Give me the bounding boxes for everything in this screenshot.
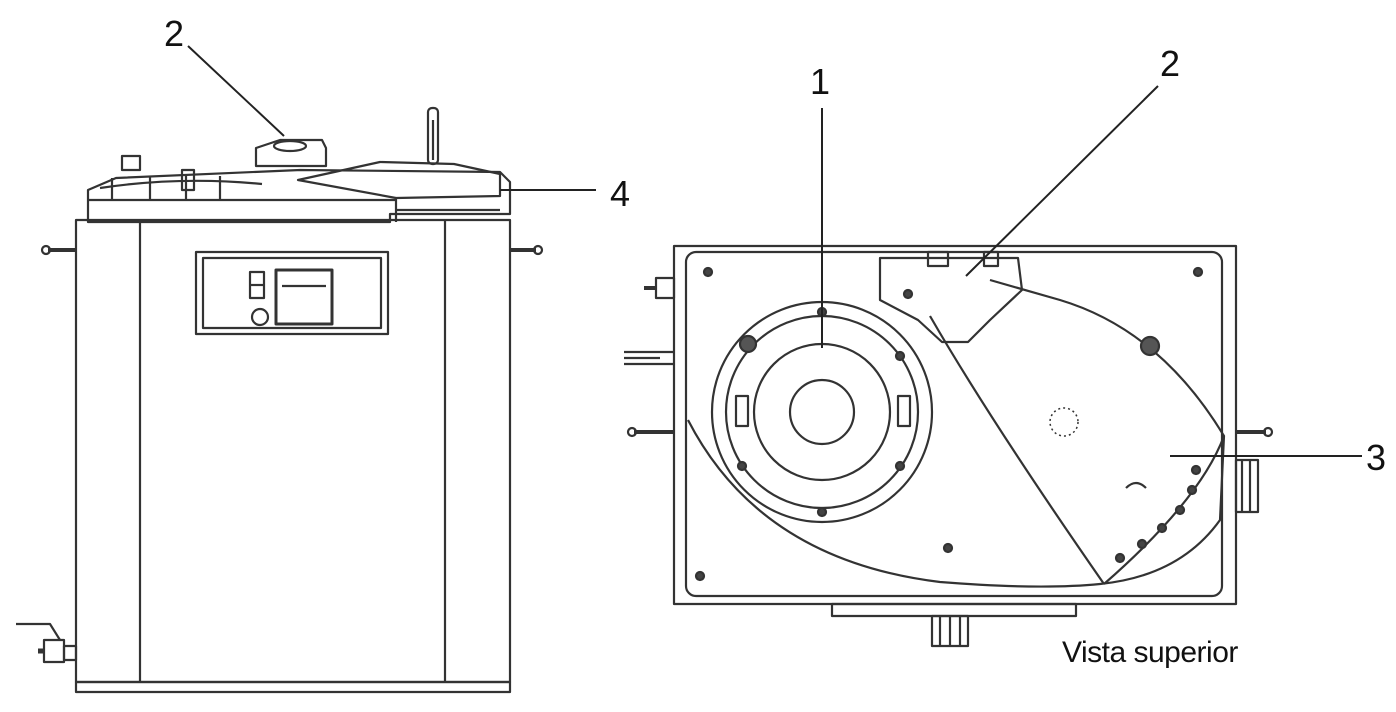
swept-arm (687, 278, 1226, 588)
hub (254, 138, 328, 168)
side-connector (1234, 458, 1260, 514)
leader-front-2 (187, 45, 285, 137)
front-view (16, 45, 596, 694)
bottom-outlet (930, 614, 970, 648)
callout-front-4: 4 (610, 173, 631, 214)
drain-valve (16, 622, 78, 664)
top-view (624, 85, 1362, 648)
callout-front-2: 2 (164, 13, 185, 54)
vent-dots (1049, 407, 1079, 437)
handle (426, 106, 440, 166)
front-base (74, 680, 512, 694)
callout-top-3: 3 (1366, 437, 1387, 478)
callout-top-2: 2 (1160, 43, 1181, 84)
bracket (878, 256, 1024, 344)
top-frame (672, 244, 1238, 606)
view-caption: Vista superior (1062, 636, 1238, 669)
callout-top-1: 1 (810, 61, 831, 102)
control-panel (194, 250, 390, 336)
front-lid (86, 106, 512, 224)
arm-plate (296, 160, 502, 200)
leader-top-2 (965, 85, 1159, 277)
